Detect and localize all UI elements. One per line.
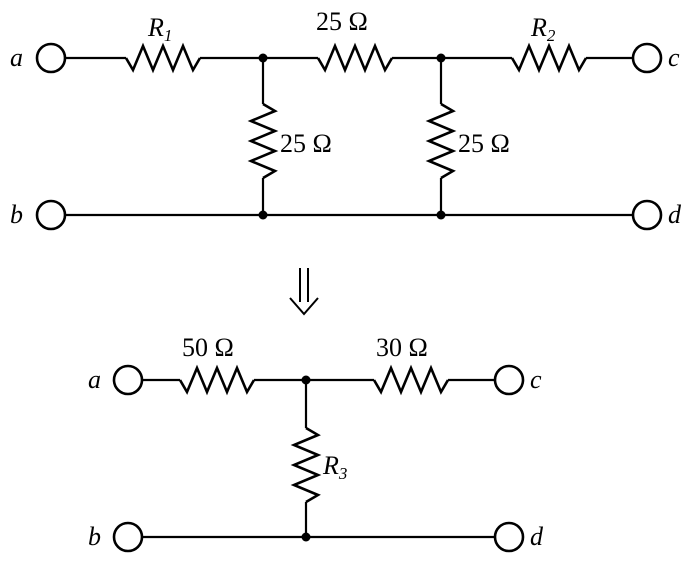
label-d: d [530, 522, 544, 551]
resistor-30 [372, 364, 450, 396]
label-c: c [668, 43, 680, 72]
terminal-c [631, 42, 663, 74]
terminal-c [493, 364, 525, 396]
junction-node [258, 210, 268, 220]
resistor-r3 [290, 426, 322, 504]
label-a: a [10, 43, 23, 72]
terminal-b [112, 521, 144, 553]
top-circuit: a b c d R1 R2 25 Ω 25 Ω 25 Ω [10, 7, 682, 231]
transform-arrow [289, 268, 319, 316]
resistor-r1 [124, 42, 202, 74]
resistor-25-shunt-left [247, 102, 279, 180]
label-30: 30 Ω [376, 333, 428, 362]
junction-node [301, 375, 311, 385]
resistor-50 [178, 364, 256, 396]
resistor-r2 [510, 42, 588, 74]
terminal-d [631, 199, 663, 231]
junction-node [258, 53, 268, 63]
label-r1: R1 [147, 13, 172, 45]
label-d: d [668, 200, 682, 229]
label-a: a [88, 365, 101, 394]
bottom-circuit: a b c d 50 Ω 30 Ω R3 [88, 333, 544, 553]
label-r3: R3 [322, 451, 347, 483]
label-b: b [88, 522, 101, 551]
label-50: 50 Ω [182, 333, 234, 362]
label-r2: R2 [530, 13, 556, 45]
label-series-25: 25 Ω [316, 7, 368, 36]
label-b: b [10, 200, 23, 229]
junction-node [436, 210, 446, 220]
junction-node [436, 53, 446, 63]
resistor-25-shunt-right [425, 102, 457, 180]
terminal-d [493, 521, 525, 553]
terminal-a [112, 364, 144, 396]
terminal-b [35, 199, 67, 231]
label-c: c [530, 365, 542, 394]
label-shunt-right-25: 25 Ω [458, 129, 510, 158]
resistor-25-series [316, 42, 394, 74]
label-shunt-left-25: 25 Ω [280, 129, 332, 158]
terminal-a [35, 42, 67, 74]
junction-node [301, 532, 311, 542]
